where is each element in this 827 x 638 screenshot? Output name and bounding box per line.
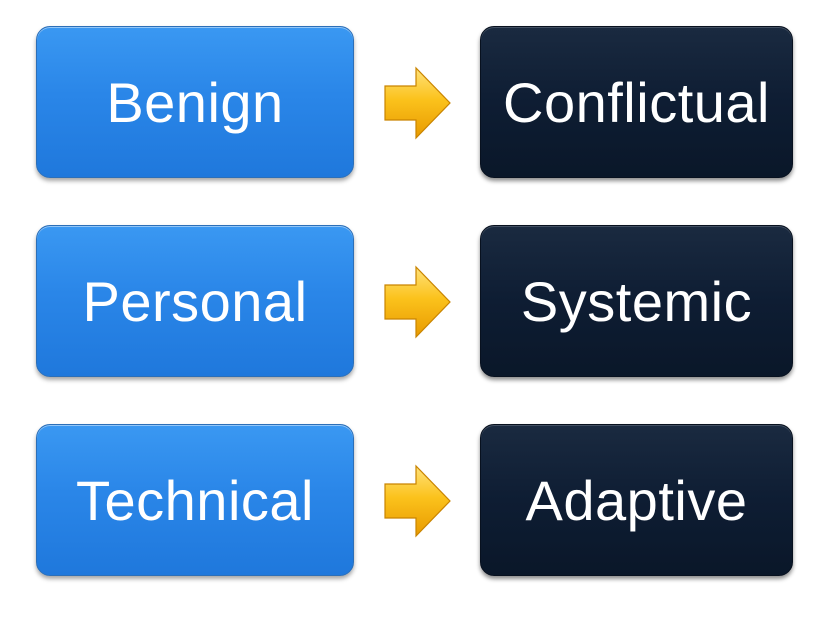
transition-row: Benign Conflictual bbox=[0, 26, 827, 186]
to-box: Adaptive bbox=[480, 424, 793, 576]
to-box: Conflictual bbox=[480, 26, 793, 178]
from-label: Benign bbox=[106, 70, 284, 134]
transition-row: Personal Systemic bbox=[0, 225, 827, 385]
right-arrow-icon bbox=[384, 464, 451, 538]
to-label: Conflictual bbox=[503, 70, 770, 134]
from-label: Personal bbox=[82, 269, 308, 333]
to-label: Adaptive bbox=[525, 468, 748, 532]
from-label: Technical bbox=[76, 468, 314, 532]
transition-row: Technical Adaptive bbox=[0, 424, 827, 584]
from-box: Benign bbox=[36, 26, 354, 178]
right-arrow-icon bbox=[384, 66, 451, 140]
to-box: Systemic bbox=[480, 225, 793, 377]
from-box: Personal bbox=[36, 225, 354, 377]
from-box: Technical bbox=[36, 424, 354, 576]
right-arrow-icon bbox=[384, 265, 451, 339]
to-label: Systemic bbox=[520, 269, 753, 333]
